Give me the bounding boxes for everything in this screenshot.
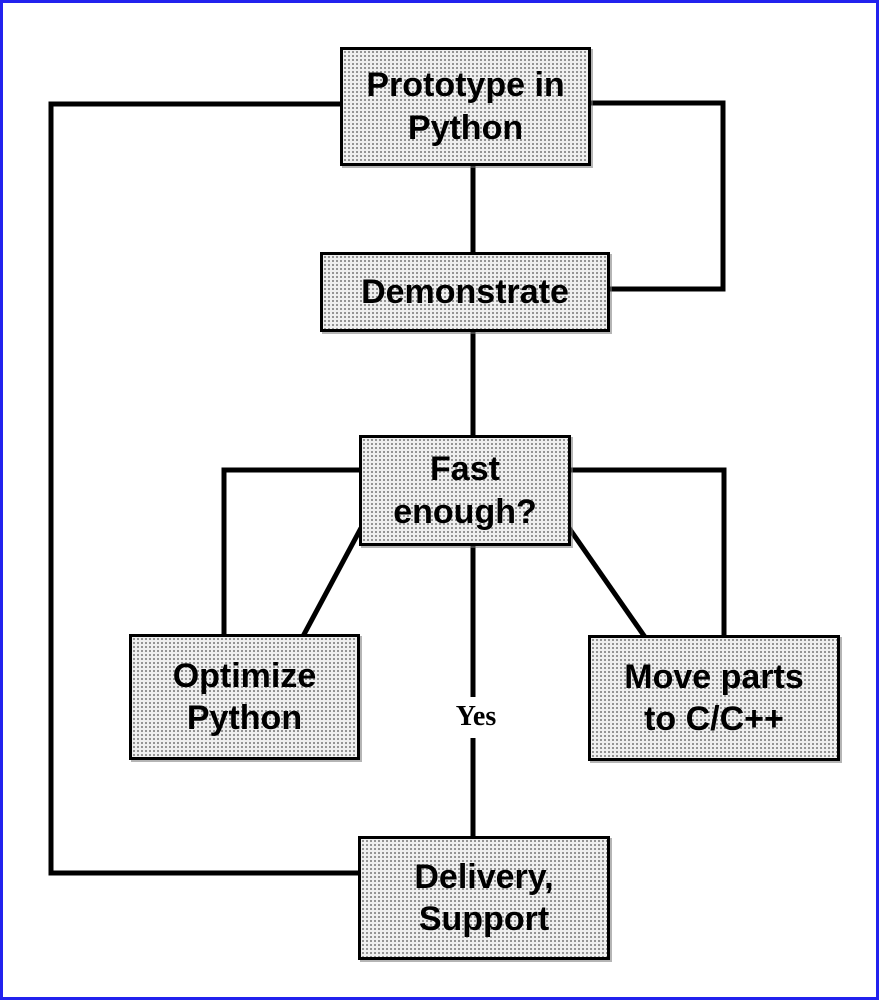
node-delivery-support: Delivery, Support xyxy=(358,836,610,960)
connector-lines xyxy=(48,100,727,876)
node-demonstrate-label: Demonstrate xyxy=(361,272,569,311)
node-delivery-support-label: Delivery, Support xyxy=(414,857,554,939)
node-fast-enough-label: Fast enough? xyxy=(393,450,537,531)
edge-optimize-fastenough-diagonal xyxy=(298,526,364,642)
edge-delivery-prototype-loop xyxy=(48,101,360,876)
node-demonstrate: Demonstrate xyxy=(320,252,610,332)
edge-label-yes: Yes xyxy=(455,701,497,732)
node-optimize-python-label: Optimize Python xyxy=(172,656,317,738)
edge-demonstrate-prototype-loop xyxy=(591,100,726,292)
node-prototype-label: Prototype in Python xyxy=(366,66,565,147)
node-move-parts-label: Move parts to C/C++ xyxy=(624,657,804,739)
edge-fastenough-moveparts xyxy=(571,467,727,638)
edge-fastenough-optimize xyxy=(221,467,359,637)
node-move-parts-to-c: Move parts to C/C++ xyxy=(588,635,840,761)
node-fast-enough: Fast enough? xyxy=(359,435,571,546)
edge-moveparts-fastenough-diagonal xyxy=(566,526,650,642)
node-optimize-python: Optimize Python xyxy=(129,634,360,760)
node-prototype-in-python: Prototype in Python xyxy=(340,47,591,166)
